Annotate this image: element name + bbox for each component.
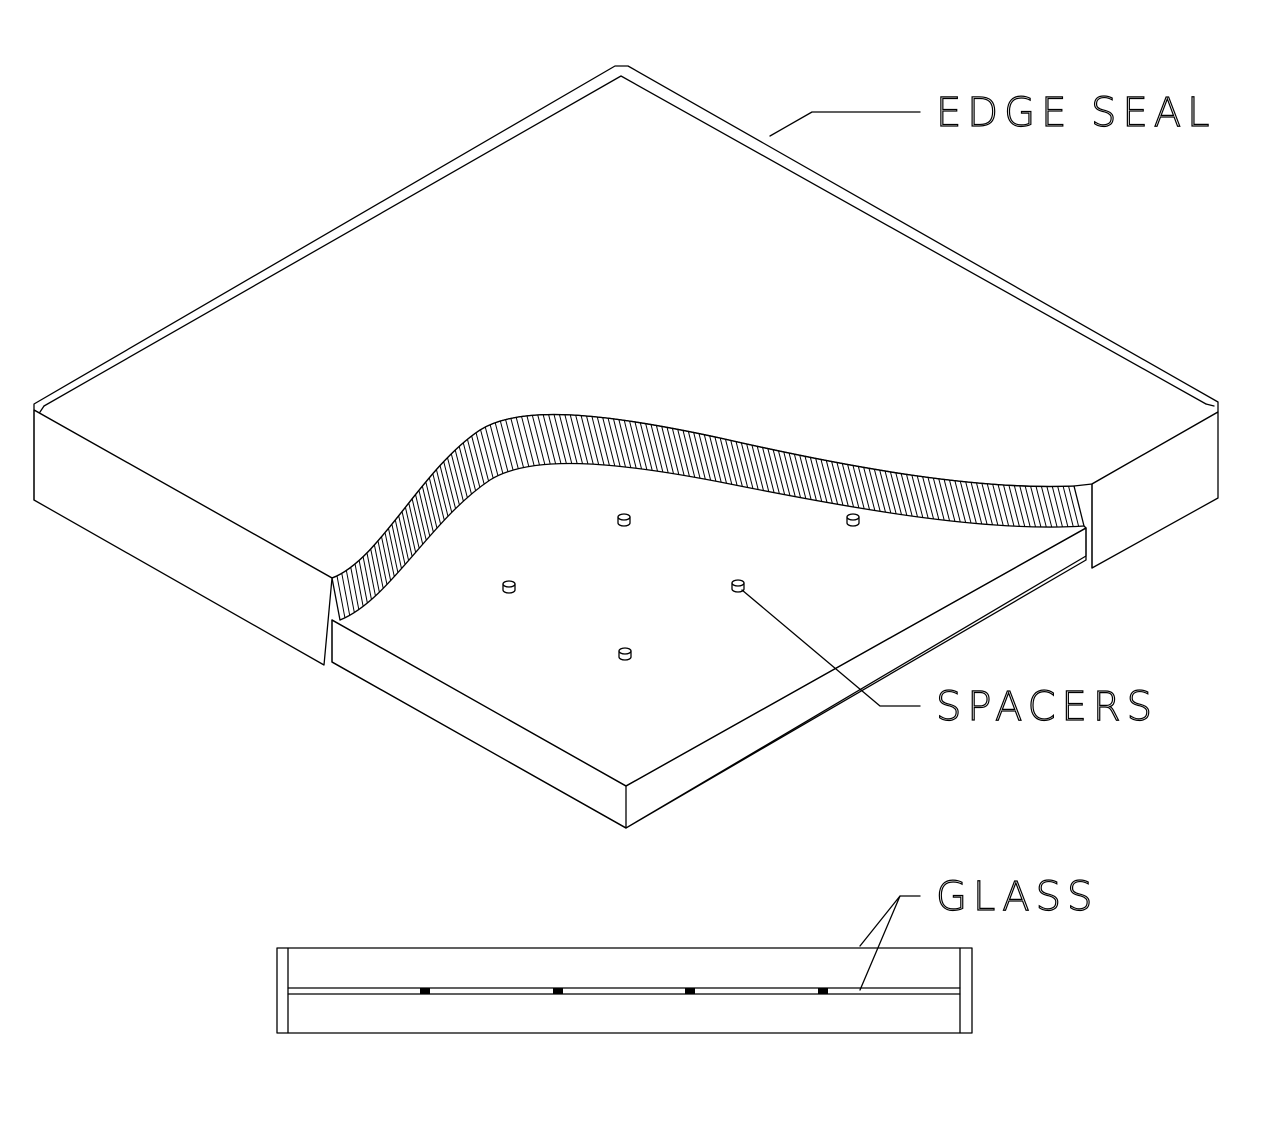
lower-glass-pane	[331, 525, 1087, 829]
edge-seal-leader	[769, 111, 921, 137]
lower-pane-top-face	[331, 527, 1087, 829]
spacers-section	[420, 988, 828, 994]
upper-glass-pane	[33, 65, 1219, 666]
edge-seal-label: EDGE SEAL	[936, 90, 1215, 136]
spacer-5	[618, 647, 632, 661]
glass-leader-bottom	[859, 895, 901, 991]
edge-seal-line	[43, 75, 1207, 407]
cut-edge-band	[331, 413, 1085, 621]
section-spacer-4	[818, 988, 828, 994]
spacers-leader	[741, 589, 921, 707]
cut-edge-hatching	[336, 414, 1080, 618]
glass-label: GLASS	[936, 874, 1098, 920]
spacer-1	[617, 513, 631, 527]
spacer-2	[846, 513, 860, 527]
upper-pane-top-face	[33, 65, 1219, 579]
spacer-4	[731, 579, 745, 593]
section-spacer-1	[420, 988, 430, 994]
spacer-3	[502, 580, 516, 594]
spacers-iso	[502, 513, 860, 661]
spacers-label: SPACERS	[936, 684, 1158, 730]
section-spacer-2	[553, 988, 563, 994]
cross-section-view	[276, 947, 973, 1034]
section-spacer-3	[685, 988, 695, 994]
